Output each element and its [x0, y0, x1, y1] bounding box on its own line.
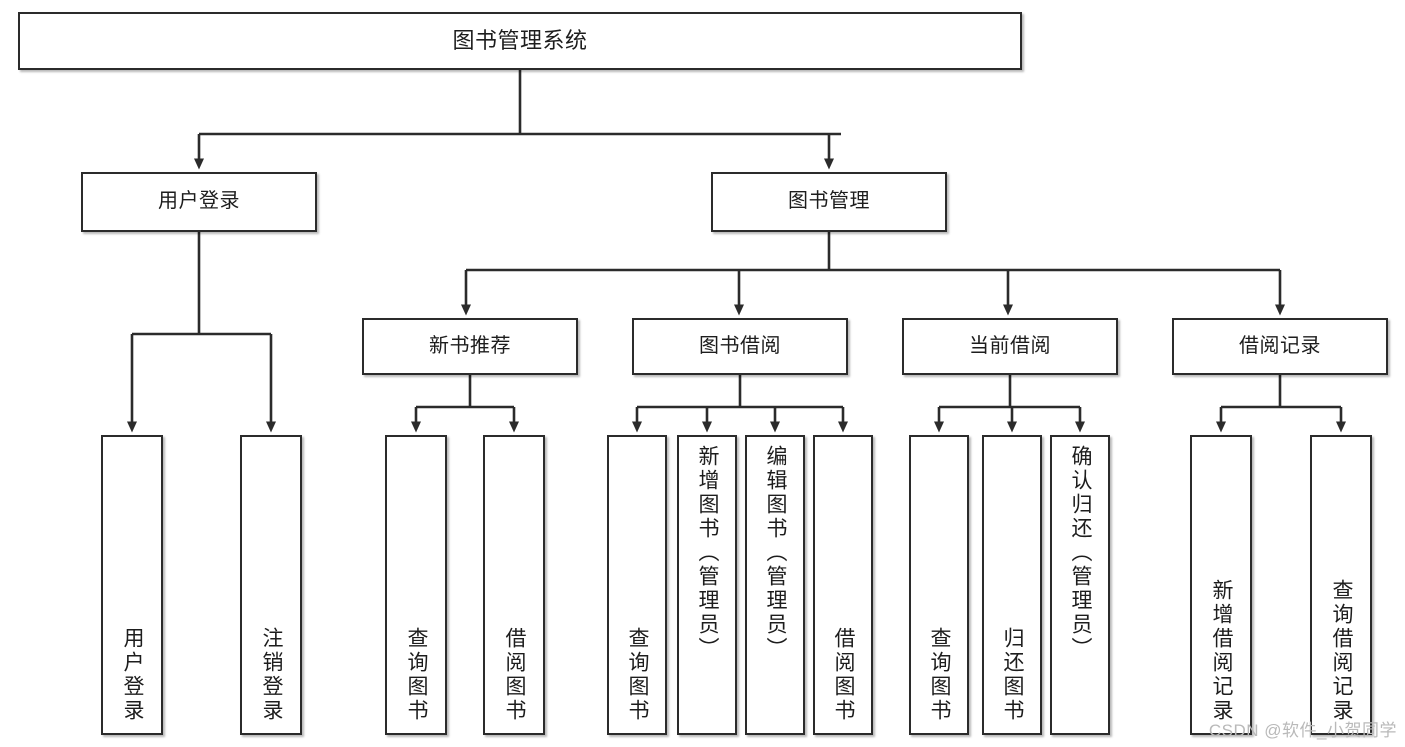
leaf-query-book[interactable]: 查询图书	[607, 435, 667, 735]
leaf-return-book-label: 归还图书	[1001, 627, 1025, 723]
node-borrow-record-label: 借阅记录	[1239, 334, 1321, 357]
node-current-borrow[interactable]: 当前借阅	[902, 318, 1118, 375]
node-new-book-recommend-label: 新书推荐	[429, 334, 511, 357]
leaf-user-login[interactable]: 用户登录	[101, 435, 163, 735]
leaf-logout-label: 注销登录	[260, 627, 284, 723]
leaf-add-book-admin[interactable]: 新增图书（管理员）	[677, 435, 737, 735]
leaf-query-book-recommend[interactable]: 查询图书	[385, 435, 447, 735]
leaf-user-login-label: 用户登录	[121, 627, 145, 723]
node-book-management[interactable]: 图书管理	[711, 172, 947, 232]
leaf-borrow-book-recommend[interactable]: 借阅图书	[483, 435, 545, 735]
leaf-confirm-return-admin[interactable]: 确认归还（管理员）	[1050, 435, 1110, 735]
leaf-add-borrow-record-label: 新增借阅记录	[1210, 579, 1234, 723]
leaf-query-book-current[interactable]: 查询图书	[909, 435, 969, 735]
node-root-label: 图书管理系统	[452, 28, 588, 54]
watermark: CSDN @软件_小贺同学	[1208, 721, 1397, 740]
leaf-return-book[interactable]: 归还图书	[982, 435, 1042, 735]
node-book-borrow[interactable]: 图书借阅	[632, 318, 848, 375]
node-book-borrow-label: 图书借阅	[699, 334, 781, 357]
leaf-borrow-book[interactable]: 借阅图书	[813, 435, 873, 735]
node-borrow-record[interactable]: 借阅记录	[1172, 318, 1388, 375]
leaf-edit-book-admin-label: 编辑图书（管理员）	[764, 445, 788, 661]
leaf-query-borrow-record[interactable]: 查询借阅记录	[1310, 435, 1372, 735]
node-user-login-label: 用户登录	[158, 190, 240, 213]
node-book-management-label: 图书管理	[788, 190, 870, 213]
leaf-borrow-book-recommend-label: 借阅图书	[503, 627, 527, 723]
leaf-query-borrow-record-label: 查询借阅记录	[1330, 579, 1354, 723]
node-root[interactable]: 图书管理系统	[18, 12, 1022, 70]
leaf-confirm-return-admin-label: 确认归还（管理员）	[1069, 445, 1093, 661]
leaf-borrow-book-label: 借阅图书	[832, 627, 856, 723]
node-current-borrow-label: 当前借阅	[969, 334, 1051, 357]
node-new-book-recommend[interactable]: 新书推荐	[362, 318, 578, 375]
leaf-query-book-current-label: 查询图书	[928, 627, 952, 723]
leaf-add-borrow-record[interactable]: 新增借阅记录	[1190, 435, 1252, 735]
leaf-logout[interactable]: 注销登录	[240, 435, 302, 735]
leaf-query-book-recommend-label: 查询图书	[405, 627, 429, 723]
leaf-edit-book-admin[interactable]: 编辑图书（管理员）	[745, 435, 805, 735]
node-user-login[interactable]: 用户登录	[81, 172, 317, 232]
leaf-add-book-admin-label: 新增图书（管理员）	[696, 445, 720, 661]
leaf-query-book-label: 查询图书	[626, 627, 650, 723]
